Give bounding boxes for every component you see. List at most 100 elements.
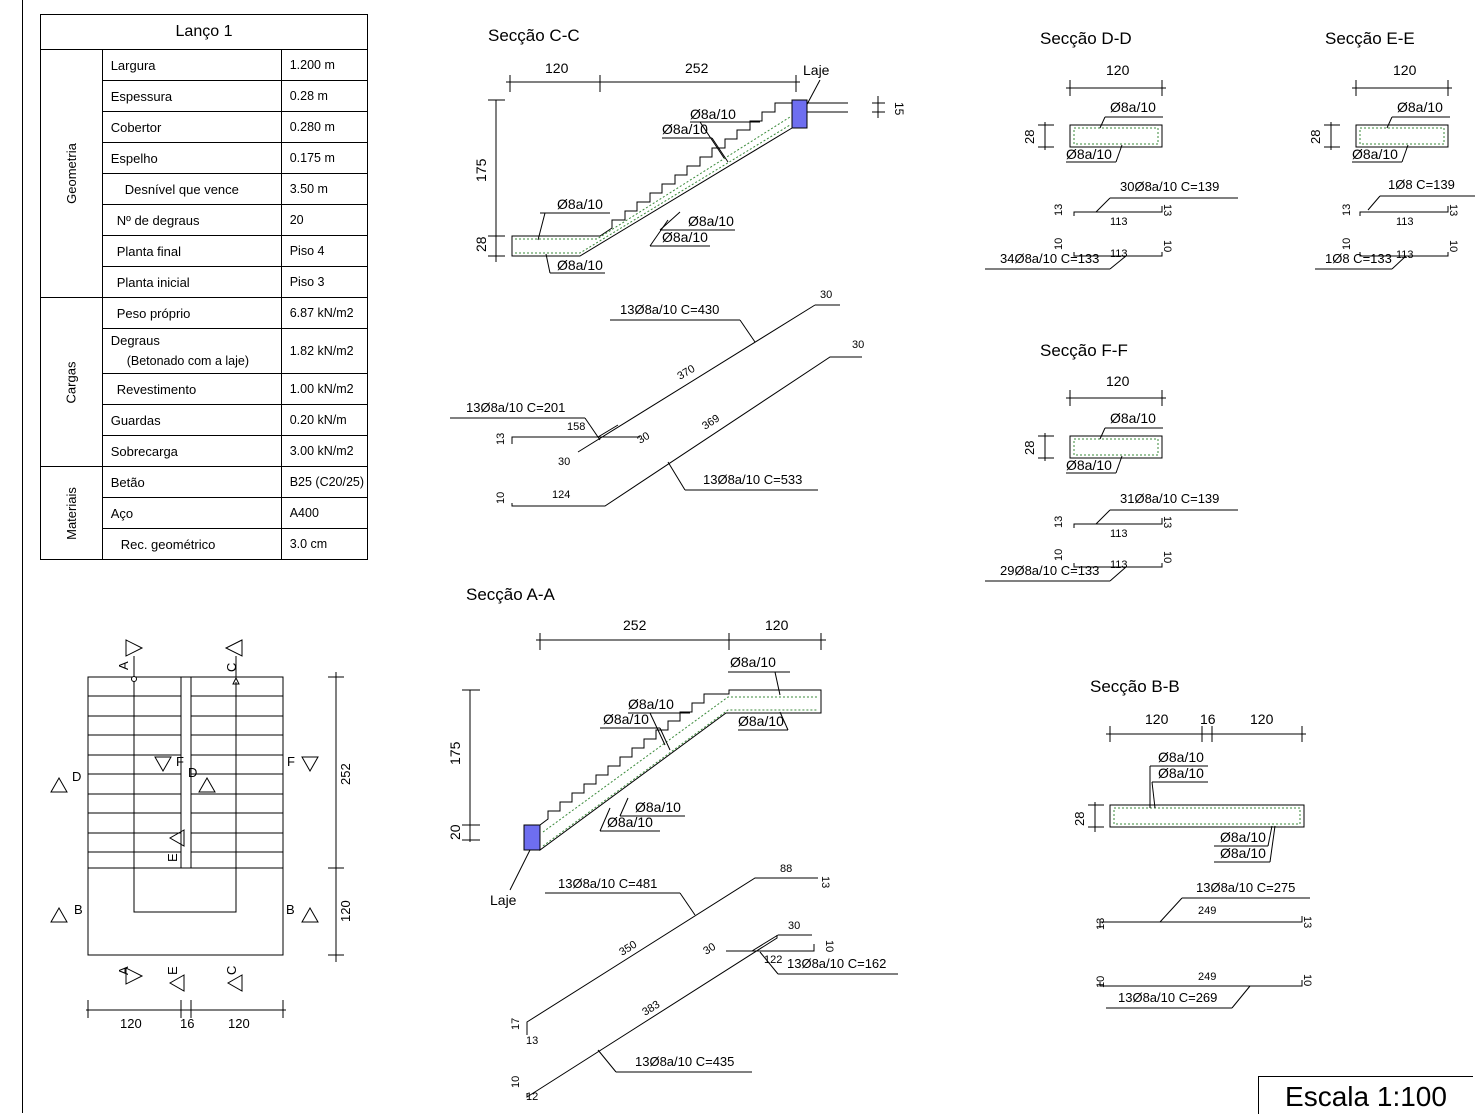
cut-marker-e-bottom	[168, 974, 185, 992]
row-value: 0.28 m	[280, 80, 369, 112]
cut-label-b: B	[74, 902, 83, 917]
dim-label: 175	[447, 741, 463, 765]
dim-label: 13	[1095, 918, 1107, 930]
rebar-schedule-label: 13Ø8a/10 C=201	[466, 400, 565, 415]
rebar-schedule-label: 1Ø8 C=139	[1388, 177, 1455, 192]
rebar-schedule-label: 13Ø8a/10 C=269	[1118, 990, 1217, 1005]
dim-label: 12	[526, 1091, 538, 1103]
dim-label: 88	[780, 863, 792, 875]
dim-label: 158	[567, 421, 585, 433]
plan-walk-arrow	[232, 676, 240, 685]
dim-label: 13	[526, 1035, 538, 1047]
laje-block	[523, 824, 541, 851]
dim-label: 13	[1301, 916, 1313, 928]
dim-label: 13	[1053, 516, 1065, 528]
rebar-loop	[1073, 127, 1159, 145]
rebar-shape	[577, 304, 816, 453]
cut-marker-c-bottom	[226, 974, 243, 992]
dim-label: 28	[1072, 812, 1087, 826]
rebar-label: Ø8a/10	[662, 121, 708, 137]
dim-label: 16	[1200, 711, 1216, 727]
section-ff: Secção F-F 120 28 Ø8a/10 Ø8a/10 31Ø8a/10…	[985, 341, 1238, 582]
row-label: Rec. geométrico	[101, 528, 282, 560]
dim-label: 30	[635, 430, 652, 447]
dim-label: 252	[338, 763, 353, 785]
rebar-schedule-label: 29Ø8a/10 C=133	[1000, 563, 1099, 578]
dim-label: 113	[1110, 559, 1128, 571]
dim-label: 113	[1110, 528, 1128, 540]
dim-label: 120	[1393, 62, 1417, 78]
dim-label: 249	[1198, 905, 1216, 917]
laje-label: Laje	[803, 62, 830, 78]
rebar-shape	[526, 935, 778, 1098]
cut-marker-e	[168, 829, 185, 847]
plan-tread-lines	[88, 695, 283, 853]
section-title: Secção A-A	[466, 585, 555, 604]
rebar-bottom	[515, 124, 791, 254]
dim-label: 113	[1110, 216, 1128, 228]
rebar-schedule-label: 13Ø8a/10 C=533	[703, 472, 802, 487]
dim-label: 13	[495, 433, 507, 445]
slab-section	[1355, 124, 1449, 148]
rebar-label: Ø8a/10	[662, 229, 708, 245]
dim-label: 13	[1447, 204, 1459, 216]
rebar-label: Ø8a/10	[1158, 765, 1204, 781]
dim-label: 175	[473, 158, 489, 182]
cut-label-f: F	[176, 754, 184, 769]
row-value: Piso 3	[280, 266, 369, 298]
dim-label: 10	[510, 1076, 522, 1088]
laje-label: Laje	[490, 892, 517, 908]
dim-label: 10	[1161, 240, 1173, 252]
rebar-label: Ø8a/10	[1110, 99, 1156, 115]
dim-label: 120	[228, 1016, 250, 1031]
rebar-loop	[1113, 807, 1301, 825]
dim-label: 113	[1396, 249, 1414, 261]
rebar-top	[542, 696, 818, 833]
cut-label-e: E	[165, 853, 180, 862]
rebar-label: Ø8a/10	[1158, 749, 1204, 765]
row-value: 20	[280, 204, 369, 236]
rebar-schedule-label: 13Ø8a/10 C=162	[787, 956, 886, 971]
plan-walk-start	[131, 676, 137, 682]
section-title: Secção B-B	[1090, 677, 1180, 696]
section-bb: Secção B-B 120 16 120 28 Ø8a/10 Ø8a/10 Ø…	[1072, 677, 1313, 1009]
rebar-label: Ø8a/10	[1220, 845, 1266, 861]
dim-label: 120	[545, 60, 569, 76]
dim-label: 120	[120, 1016, 142, 1031]
stair-profile	[511, 102, 793, 257]
dim-label: 120	[1250, 711, 1274, 727]
dim-label: 10	[1341, 238, 1353, 250]
dim-label: 10	[823, 940, 835, 952]
rebar-shape	[1359, 252, 1449, 257]
rebar-schedule-label: 13Ø8a/10 C=481	[558, 876, 657, 891]
rebar-bottom	[542, 709, 818, 847]
section-aa: Secção A-A 252 120 175 20 Laje Ø8a/10 Ø8…	[447, 585, 898, 1103]
rebar-shape	[1073, 252, 1163, 257]
section-ee: Secção E-E 120 28 Ø8a/10 Ø8a/10 1Ø8 C=13…	[1308, 29, 1475, 270]
rebar-label: Ø8a/10	[628, 696, 674, 712]
cut-marker-c-top	[224, 639, 243, 657]
group-geometria: Geometria	[40, 49, 103, 298]
dim-label: 28	[473, 236, 489, 252]
plan-view: A C A E C E D D F F B B 120 16 120 252 1…	[50, 639, 353, 1031]
rebar-shape	[726, 944, 815, 952]
rebar-schedule-label: 1Ø8 C=133	[1325, 251, 1392, 266]
rebar-label: Ø8a/10	[557, 257, 603, 273]
section-title: Secção F-F	[1040, 341, 1128, 360]
rebar-label: Ø8a/10	[557, 196, 603, 212]
row-value: B25 (C20/25)	[280, 466, 369, 498]
rebar-label: Ø8a/10	[1352, 146, 1398, 162]
cut-marker-d-left	[50, 776, 68, 793]
dim-label: 249	[1198, 971, 1216, 983]
dim-label: 10	[1161, 551, 1173, 563]
dim-label: 383	[640, 999, 662, 1019]
slab-section	[1069, 124, 1163, 148]
dim-label: 120	[338, 900, 353, 922]
rebar-schedule-label: 31Ø8a/10 C=139	[1120, 491, 1219, 506]
rebar-label: Ø8a/10	[635, 799, 681, 815]
cut-label-a: A	[116, 661, 131, 670]
cut-marker-b-left	[50, 906, 68, 923]
dim-label: 10	[495, 492, 507, 504]
dim-label: 28	[1308, 130, 1323, 144]
